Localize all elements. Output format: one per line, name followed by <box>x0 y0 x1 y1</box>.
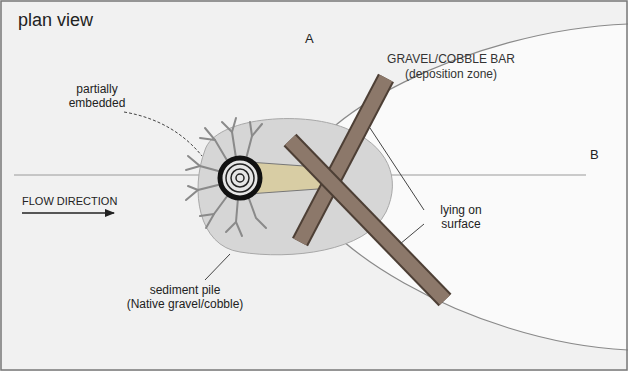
section-mark: B <box>590 148 599 162</box>
region-name: GRAVEL/COBBLE BAR <box>356 52 546 67</box>
callout-text: sediment pile <box>110 283 260 297</box>
log-lower-fill <box>290 140 445 300</box>
view-title: plan view <box>18 10 93 31</box>
leader-line <box>124 112 202 156</box>
leader-line <box>370 128 424 210</box>
root-wad <box>220 158 260 198</box>
callout-text: lying on surface <box>428 203 494 231</box>
flow-label: FLOW DIRECTION <box>22 194 117 208</box>
flow-arrow <box>22 212 114 214</box>
section-mark: A <box>305 32 314 46</box>
log-lower <box>290 140 445 300</box>
leader-line <box>400 224 424 244</box>
leader-line <box>205 254 230 280</box>
region-note: (deposition zone) <box>356 67 546 82</box>
roots <box>186 118 266 236</box>
callout-text: (Native gravel/cobble) <box>110 297 260 311</box>
callout-text: partially embedded <box>62 82 132 110</box>
